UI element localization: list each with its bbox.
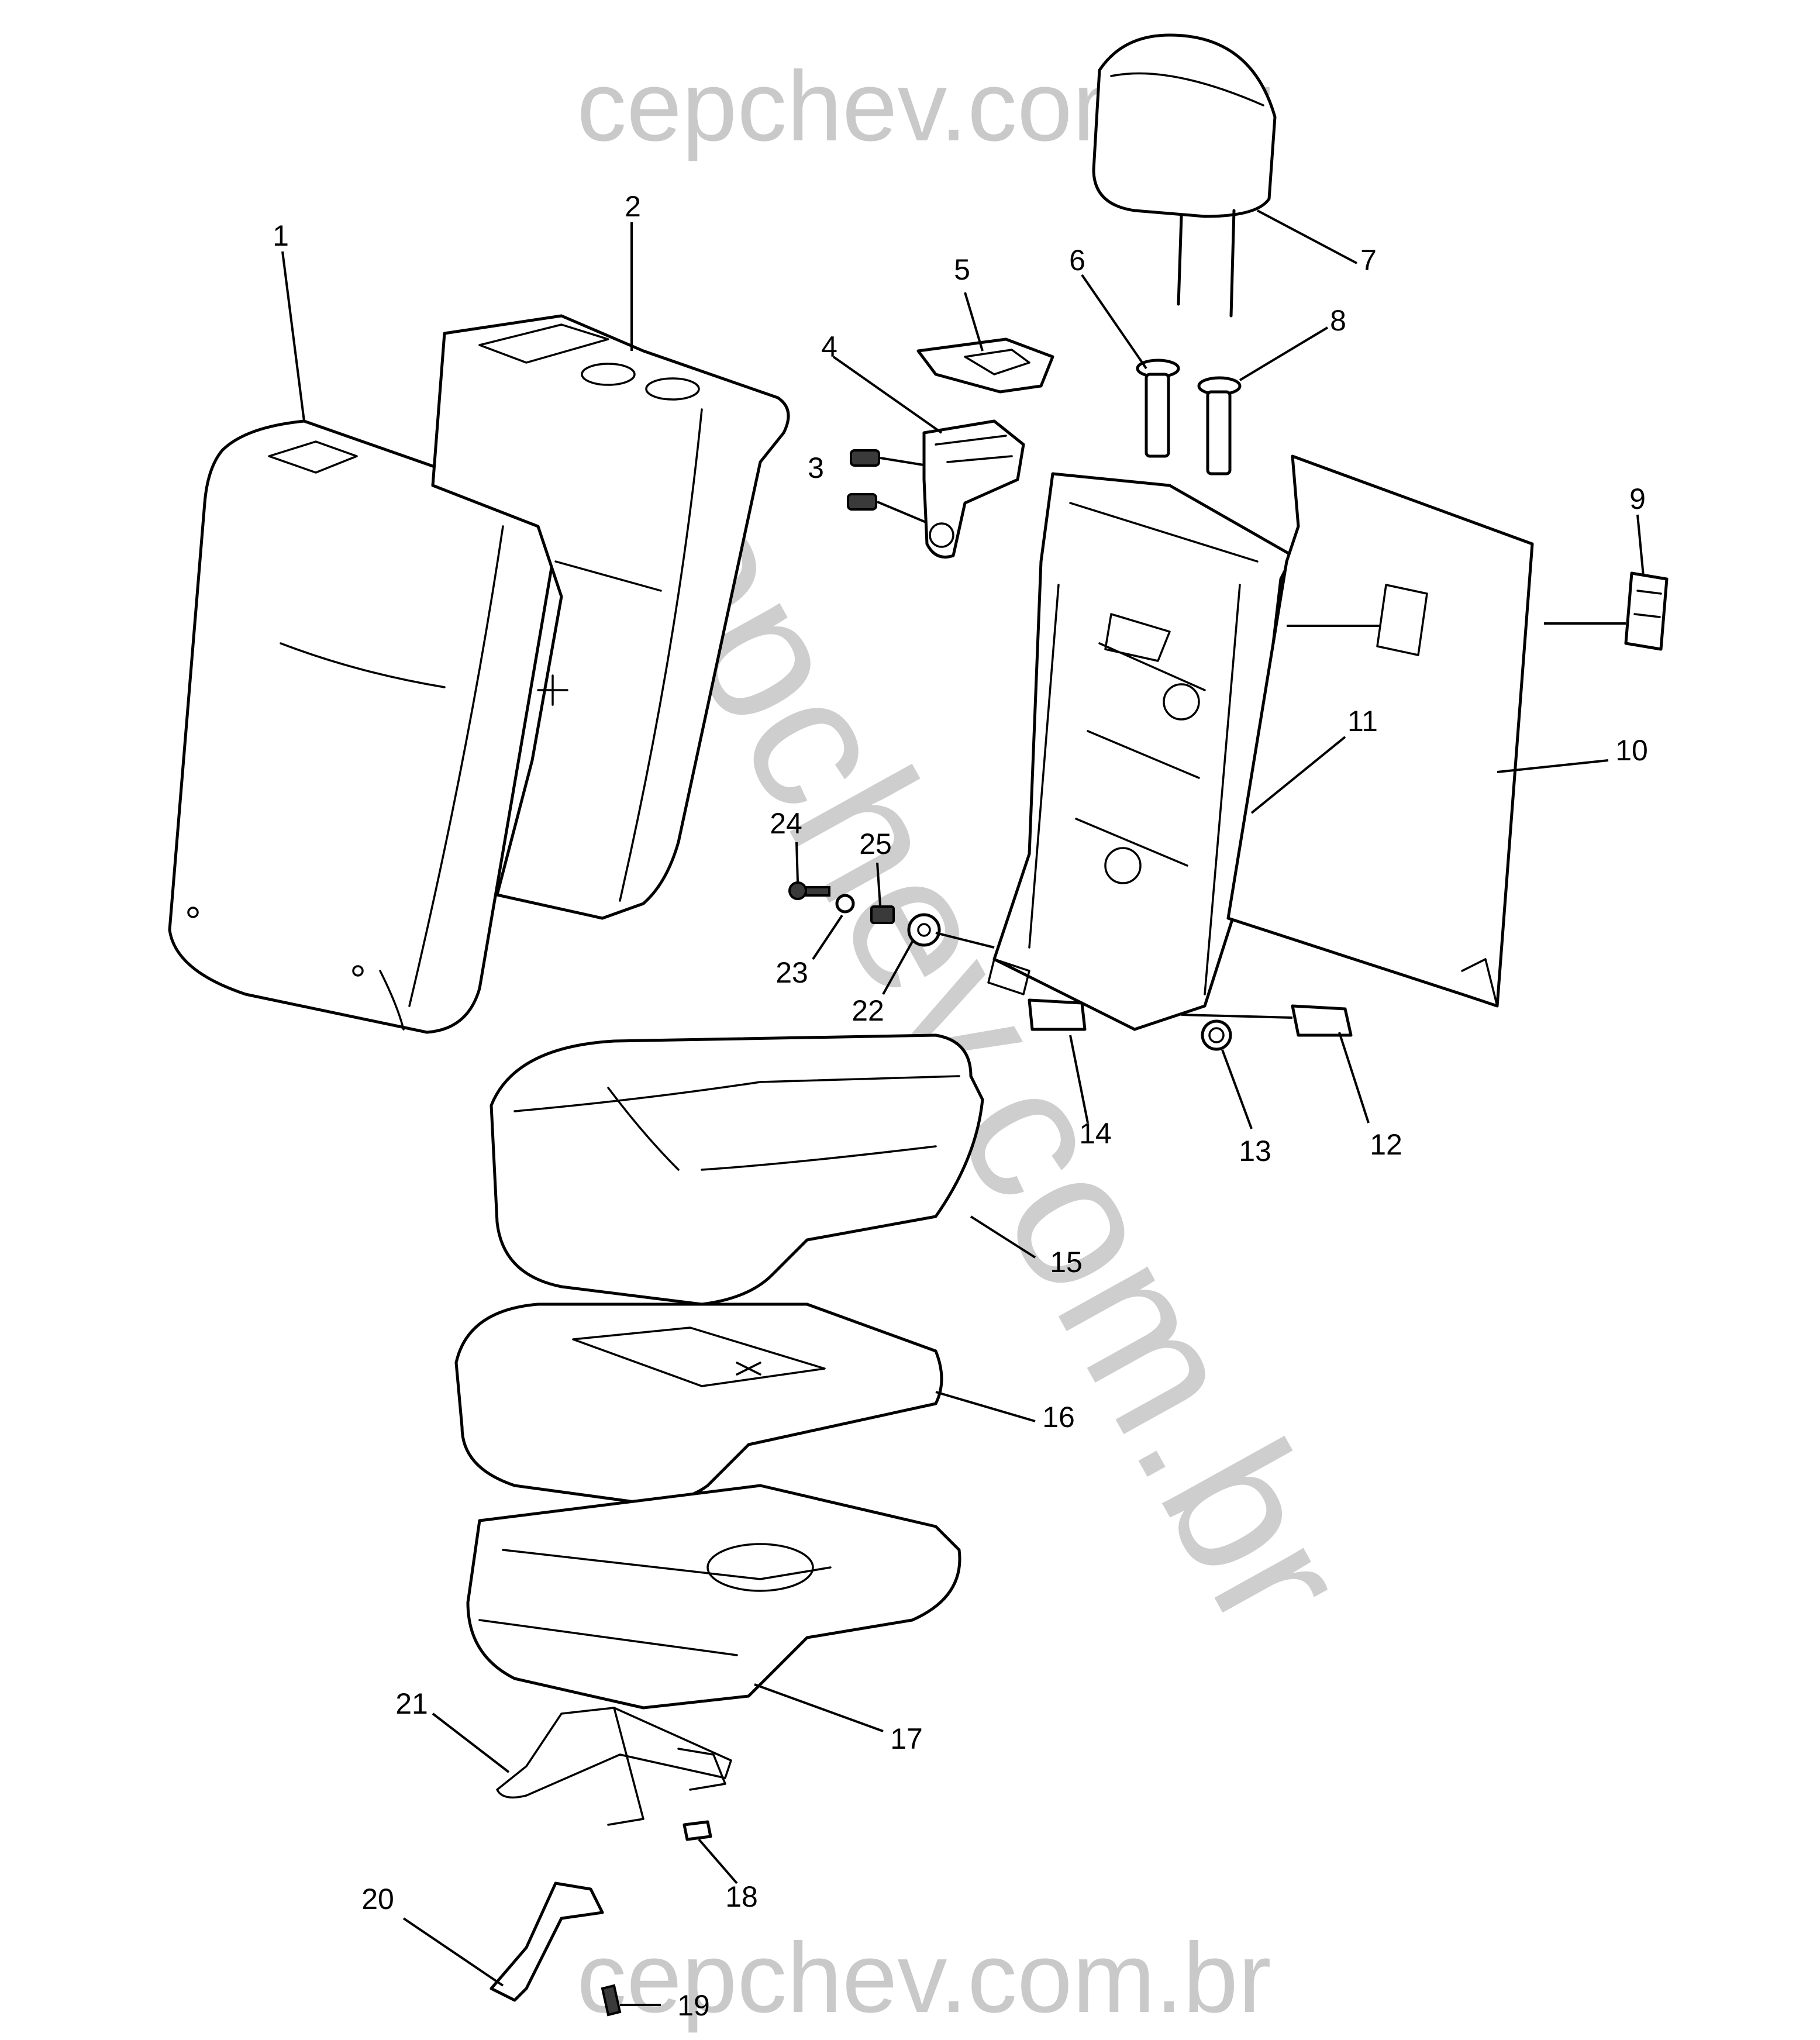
callout-13: 13 (1239, 1135, 1271, 1167)
latch-cover (916, 337, 1054, 394)
cushion-bracket (496, 1707, 732, 1826)
leader-lines (281, 209, 1645, 2006)
callout-22: 22 (852, 994, 884, 1027)
callout-23: 23 (775, 956, 808, 989)
callout-18: 18 (725, 1880, 758, 1913)
callout-17: 17 (890, 1722, 923, 1755)
seatback-frame (987, 472, 1294, 1031)
callout-labels: 1 2 3 4 5 6 7 8 9 10 11 12 13 14 15 16 1… (273, 190, 1648, 2022)
seat-cushion-frame (466, 1484, 961, 1710)
back-panel (1226, 454, 1534, 1008)
nut-18 (682, 1820, 712, 1841)
headrest (1092, 33, 1277, 318)
callout-9: 9 (1629, 483, 1646, 515)
callout-3: 3 (808, 452, 824, 484)
frame-bushings (1028, 998, 1353, 1051)
callout-10: 10 (1615, 734, 1648, 767)
pivot-hardware (788, 881, 995, 949)
callout-16: 16 (1042, 1401, 1075, 1433)
seat-cushion-pad (454, 1302, 943, 1505)
callout-19: 19 (677, 1989, 710, 2022)
watermark-bottom: cepchev.com.br (577, 1922, 1271, 2034)
latch-bracket (922, 419, 1025, 559)
seat-cushion-cover (490, 1033, 984, 1306)
headrest-guides (1136, 359, 1242, 475)
callout-14: 14 (1079, 1117, 1112, 1150)
callout-15: 15 (1050, 1246, 1083, 1279)
seatback-cover (168, 419, 559, 1034)
callout-21: 21 (395, 1687, 428, 1720)
callout-2: 2 (625, 190, 641, 223)
callout-6: 6 (1069, 244, 1085, 277)
callout-4: 4 (821, 330, 837, 363)
strap-bracket (490, 1882, 604, 2002)
panel-clip (1544, 571, 1669, 651)
bolts-3 (847, 449, 942, 528)
bolt-19 (601, 1984, 622, 2017)
callout-7: 7 (1360, 244, 1377, 277)
callout-25: 25 (859, 828, 892, 860)
callout-5: 5 (954, 253, 970, 286)
callout-12: 12 (1370, 1128, 1402, 1161)
callout-20: 20 (361, 1883, 394, 1915)
callout-24: 24 (770, 807, 802, 840)
seatback-pad (431, 314, 790, 920)
callout-1: 1 (273, 219, 289, 252)
callout-11: 11 (1347, 705, 1378, 738)
callout-8: 8 (1330, 304, 1346, 337)
